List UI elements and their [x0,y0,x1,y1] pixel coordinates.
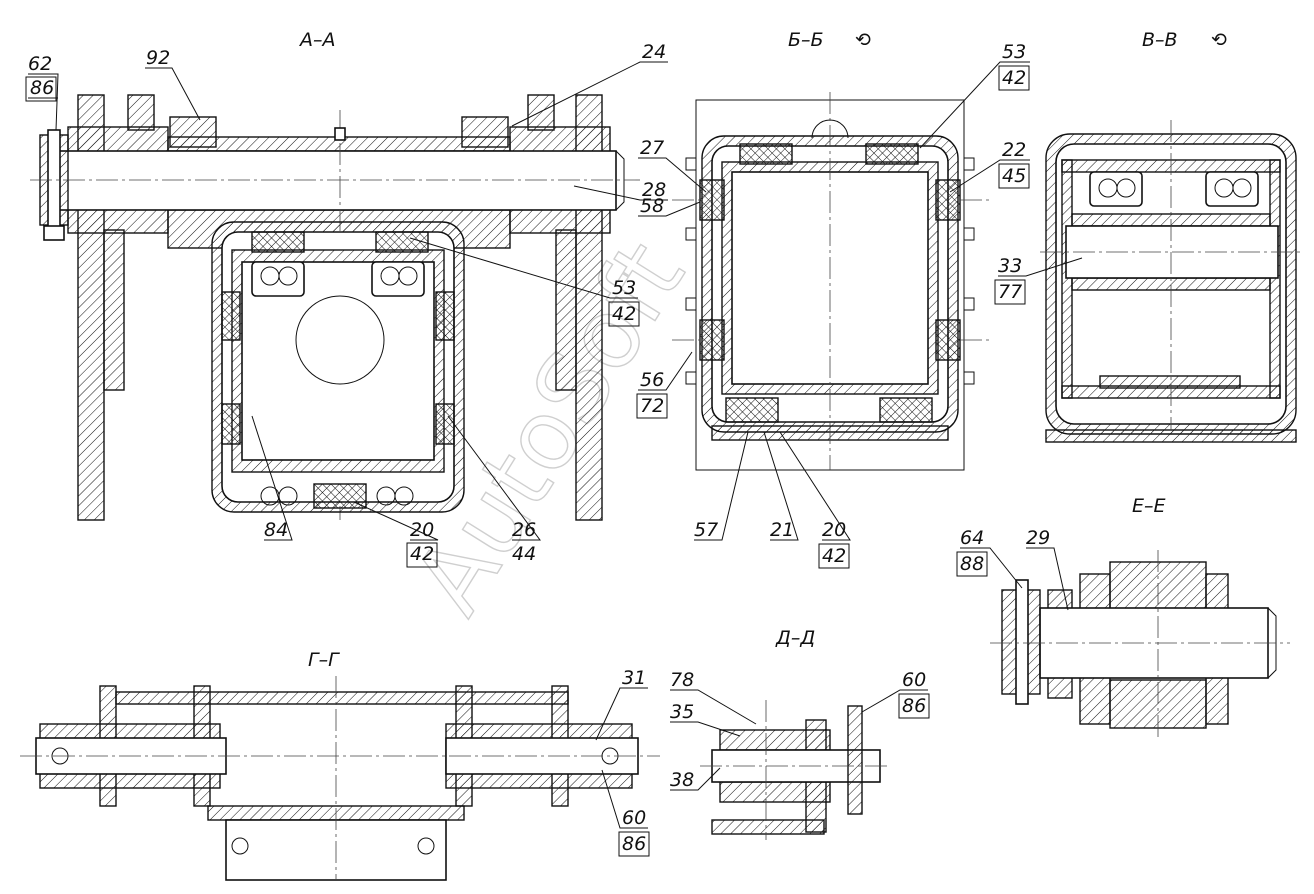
section-dd: Д–Д [670,627,928,840]
rotation-mark-bb: ⟲ [855,29,872,51]
callout-86: 86 [30,77,54,99]
pad-left-lower [221,403,241,445]
pad-bb-bottom-right [879,397,933,423]
callout-92: 92 [146,47,170,69]
bearing-pair-vv-left [1089,171,1143,207]
callout-84: 84 [264,519,288,541]
pad-bb-left-upper [699,179,725,221]
pad-top-left [251,231,305,253]
pad-left-upper [221,291,241,341]
section-aa: А–А [28,29,668,541]
callouts-aa: 62 86 92 24 28 53 42 84 20 42 26 44 [25,41,666,568]
bearing-pair-vv-right [1205,171,1259,207]
pad-bb-bottom-left [725,397,779,423]
base-block-vv [1099,375,1241,389]
callout-64: 64 [960,527,984,549]
bearing-pair-bottom-left [260,486,298,506]
callout-88: 88 [960,553,984,575]
left-column-rib [103,229,125,391]
bore-circle [295,295,385,385]
pad-bb-top-right [865,143,919,165]
callout-29: 29 [1026,527,1050,549]
grease-nipple [334,127,346,141]
callout-78: 78 [670,669,694,691]
callout-27: 27 [640,137,664,159]
bolt-head [43,225,65,241]
rotation-mark-vv: ⟲ [1211,29,1228,51]
callouts-bb: 53 42 27 22 45 58 56 72 57 21 20 42 [636,41,1030,569]
callouts-gg: 31 60 86 [618,667,650,857]
pad-bb-right-lower [935,319,961,361]
pad-right-upper [435,291,455,341]
pad-bb-top-left [739,143,793,165]
callout-42: 42 [612,303,636,325]
top-beam-gg [115,691,569,705]
section-ee: Е–Е [960,495,1290,740]
section-title-gg: Г–Г [308,649,340,671]
callout-77: 77 [998,281,1022,303]
bolt-dd [847,705,863,815]
section-title-aa: А–А [298,29,336,51]
callout-57: 57 [694,519,718,541]
section-title-dd: Д–Д [775,627,815,649]
callout-dd-86: 86 [902,695,926,717]
callout-22: 22 [1002,139,1026,161]
pad-bb-left-lower [699,319,725,361]
callout-bb-53: 53 [1002,41,1026,63]
bearing-pair-top-left [251,261,305,297]
callout-bb-42: 42 [1002,67,1026,89]
callout-42-lower: 42 [410,543,434,565]
callout-26: 26 [512,519,536,541]
section-bb: Б–Б ⟲ [638,29,1030,541]
callout-35: 35 [670,701,694,723]
pad-bb-right-upper [935,179,961,221]
callout-bb-20: 20 [822,519,846,541]
callout-dd-60: 60 [902,669,926,691]
callout-44: 44 [512,543,536,565]
section-title-bb: Б–Б [788,29,824,51]
callout-58: 58 [640,195,664,217]
section-gg: Г–Г [20,649,660,881]
callout-31: 31 [622,667,646,689]
right-lug [527,94,555,131]
callout-28: 28 [642,179,666,201]
bearing-pair-bottom-right [376,486,414,506]
base-dd [711,819,825,835]
pad-right-lower [435,403,455,445]
callout-gg-86: 86 [622,833,646,855]
left-lug [127,94,155,131]
bolts-bb [685,157,975,385]
callout-21: 21 [770,519,794,541]
callouts-ee: 64 88 29 [956,527,1050,577]
callout-62: 62 [28,53,52,75]
callouts-vv: 33 77 [994,255,1026,305]
bearing-pair-top-right [371,261,425,297]
callout-bb-42-lower: 42 [822,545,846,567]
callout-56: 56 [640,369,664,391]
shaft-28 [57,150,617,211]
section-title-ee: Е–Е [1132,495,1166,517]
callout-72: 72 [640,395,664,417]
section-title-vv: В–В [1142,29,1178,51]
shaft-end [615,150,625,211]
section-vv: В–В ⟲ [998,29,1300,443]
callouts-dd: 78 35 38 60 86 [670,669,930,791]
callout-53: 53 [612,277,636,299]
callout-24: 24 [642,41,666,63]
end-bolt [47,129,61,239]
callout-45: 45 [1002,165,1026,187]
pad-top-right [375,231,429,253]
callout-38: 38 [670,769,694,791]
callout-20: 20 [410,519,434,541]
callout-33: 33 [998,255,1022,277]
floor-plate-vv [1045,429,1297,443]
callout-gg-60: 60 [622,807,646,829]
right-column-rib [555,229,577,391]
